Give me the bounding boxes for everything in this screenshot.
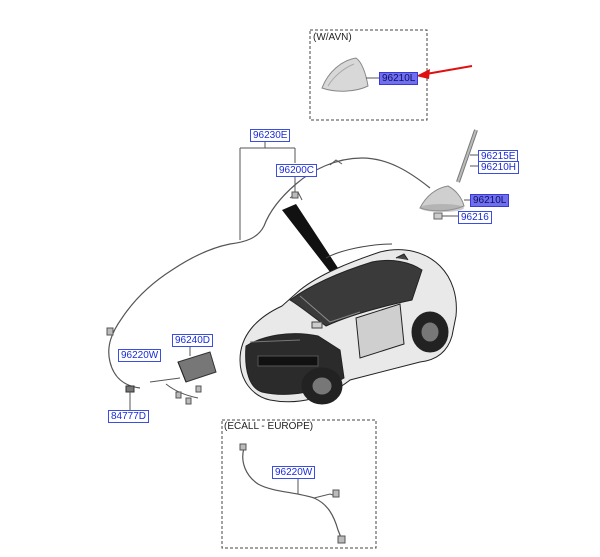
connector-icon (125, 385, 135, 410)
ecall-box (221, 419, 377, 549)
shark-fin-mid-icon (419, 185, 465, 212)
pad-icon (433, 212, 443, 220)
ecall-cable-icon (242, 447, 343, 541)
part-label-96220W-left[interactable]: 96220W (118, 349, 162, 362)
link-arrow-icon (282, 204, 338, 272)
part-label-96230E[interactable]: 96230E (250, 129, 291, 142)
part-label-96240D[interactable]: 96240D (172, 334, 214, 347)
part-label-96210L-top[interactable]: 96210L (379, 72, 419, 85)
vehicle-icon (239, 243, 457, 405)
antenna-cable-icon (108, 157, 431, 389)
part-label-84777D[interactable]: 84777D (108, 410, 150, 423)
rod-antenna-icon (456, 129, 478, 183)
pointer-arrow-icon (416, 65, 473, 79)
amplifier-module-icon (177, 351, 217, 383)
ecall-title: (ECALL - EUROPE) (224, 421, 314, 432)
wavn-title: (W/AVN) (313, 32, 352, 43)
part-label-96210H[interactable]: 96210H (478, 161, 520, 174)
part-label-96210L-mid[interactable]: 96210L (470, 194, 510, 207)
shark-fin-antenna-icon (321, 57, 369, 92)
part-label-96216[interactable]: 96216 (458, 211, 492, 224)
part-label-96220W-ecall[interactable]: 96220W (272, 466, 316, 479)
part-label-96200C[interactable]: 96200C (276, 164, 318, 177)
